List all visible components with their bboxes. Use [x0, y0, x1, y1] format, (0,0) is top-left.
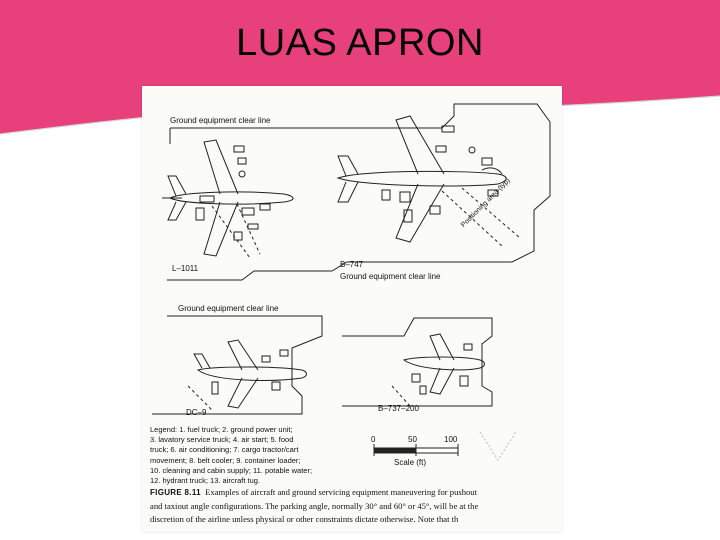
caption-line: discretion of the airline unless physica…	[150, 514, 459, 524]
legend-line: 10. cleaning and cabin supply; 11. potab…	[150, 465, 313, 475]
lead-line-b737	[391, 385, 411, 407]
label-dc9: DC–9	[186, 408, 207, 417]
legend-line: movement; 8. belt cooler; 9. container l…	[150, 455, 301, 465]
clear-line-top	[167, 103, 551, 281]
caption-line: Examples of aircraft and ground servicin…	[205, 487, 477, 497]
faint-marking	[479, 431, 517, 461]
caption-line: and taxiout angle configurations. The pa…	[150, 500, 479, 511]
legend-line: 3. lavatory service truck; 4. air start;…	[150, 435, 294, 445]
service-vehicles-b747	[381, 125, 499, 223]
scale-label: Scale (ft)	[394, 458, 427, 467]
scale-tick-50: 50	[408, 435, 417, 444]
label-b737: B–737–200	[378, 404, 419, 413]
label-b747: B–747	[340, 260, 364, 269]
figure-panel: Ground equipment clear line L–1011 B–747…	[142, 86, 562, 532]
aircraft-l1011	[162, 139, 294, 257]
scale-tick-100: 100	[444, 435, 458, 444]
aircraft-b737	[402, 333, 485, 395]
lead-line-l1011	[211, 205, 251, 259]
aircraft-dc9	[193, 339, 307, 409]
figure-legend: Legend: 1. fuel truck; 2. ground power u…	[150, 425, 360, 486]
clear-line-mid-right	[342, 317, 493, 407]
lead-line-dc9	[187, 385, 213, 411]
label-l1011: L–1011	[172, 264, 199, 273]
figure-drawing	[152, 103, 551, 461]
label-gecl-top: Ground equipment clear line	[170, 116, 271, 125]
caption-figure-label: FIGURE 8.11	[150, 488, 201, 497]
scale-tick-0: 0	[371, 435, 376, 444]
label-gecl-mid: Ground equipment clear line	[178, 304, 279, 313]
scale-bar	[373, 444, 459, 456]
clear-line-mid-left	[152, 315, 323, 415]
lead-line-b747	[441, 190, 503, 247]
slide-title: LUAS APRON	[236, 22, 484, 64]
legend-line: truck; 6. air conditioning; 7. cargo tra…	[150, 445, 299, 455]
service-vehicles-l1011	[195, 145, 271, 241]
aircraft-b747	[336, 115, 507, 243]
legend-line: Legend: 1. fuel truck; 2. ground power u…	[150, 425, 293, 434]
label-gecl-747: Ground equipment clear line	[340, 272, 441, 281]
lead-line-b747-b	[461, 187, 521, 239]
legend-line: 12. hydrant truck; 13. aircraft tug.	[150, 476, 261, 486]
figure-caption: FIGURE 8.11 Examples of aircraft and gro…	[150, 486, 560, 527]
